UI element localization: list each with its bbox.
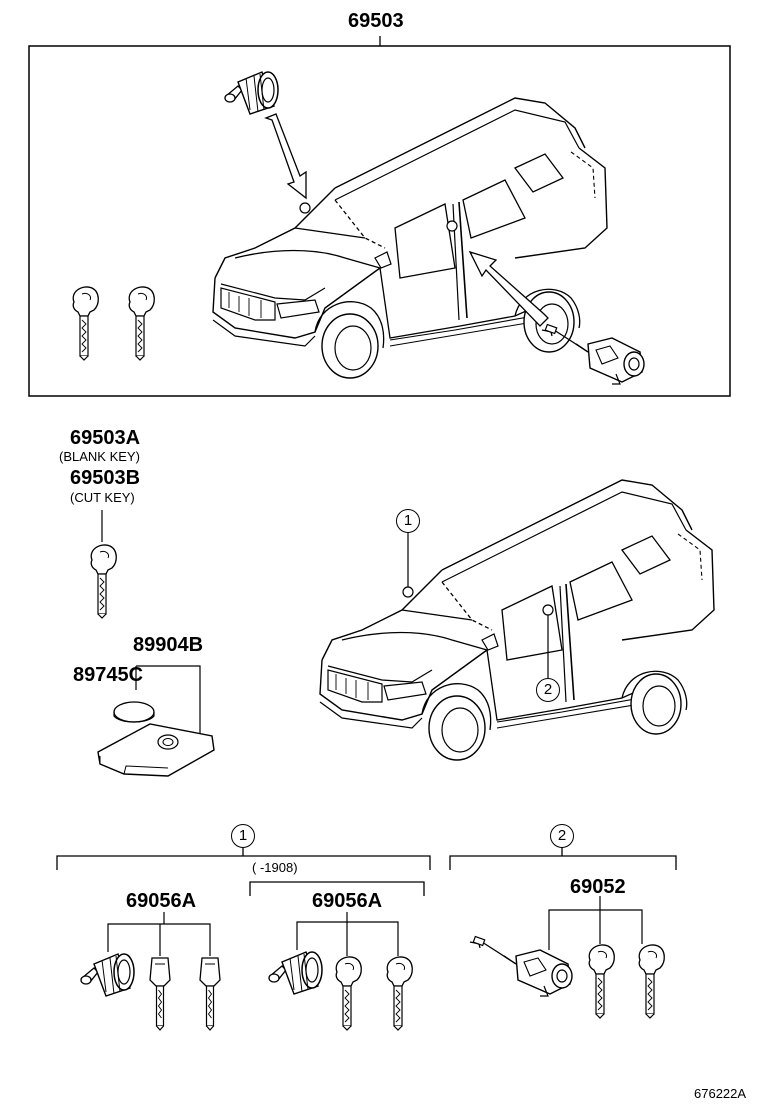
transmitter-part-number: 89904B — [133, 634, 204, 656]
vehicle-suv-icon — [319, 479, 715, 761]
hood-arrow — [264, 113, 307, 200]
reference-code: 676222A — [694, 1086, 747, 1101]
vehicle-suv-icon — [212, 97, 608, 379]
middle-set-part-number: 69056A — [312, 890, 383, 912]
left-set-part-number: 69056A — [126, 890, 197, 912]
top-assembly-part-number: 69503 — [348, 10, 404, 32]
section-marker-2: 2 — [550, 824, 574, 848]
key-icon — [128, 286, 155, 361]
key-icon — [638, 944, 665, 1019]
cut-key-part-number: 69503B — [70, 467, 141, 489]
key-icon — [72, 286, 99, 361]
door-lock-cylinder-icon — [469, 935, 573, 997]
middle-set-range: ( -1908) — [252, 860, 298, 875]
hood-lock-cylinder-icon — [224, 71, 279, 115]
hood-lock-cylinder-icon — [268, 951, 323, 995]
location-marker-2: 2 — [536, 678, 560, 702]
hood-lock-cylinder-icon — [80, 953, 135, 997]
door-arrow — [468, 250, 549, 327]
blank-key-part-number: 69503A — [70, 427, 141, 449]
cut-key-note: (CUT KEY) — [70, 490, 135, 505]
location-marker-1: 1 — [396, 509, 420, 533]
battery-coin-icon — [113, 701, 155, 723]
key-icon — [386, 956, 413, 1031]
key-icon — [199, 957, 221, 1031]
top-assembly-frame — [28, 45, 731, 397]
key-icon — [90, 544, 117, 619]
key-icon — [149, 957, 171, 1031]
section-marker-1: 1 — [231, 824, 255, 848]
right-set-part-number: 69052 — [570, 876, 626, 898]
transmitter-fob-icon — [97, 723, 215, 777]
battery-part-number: 89745C — [73, 664, 144, 686]
blank-key-note: (BLANK KEY) — [59, 449, 140, 464]
key-icon — [588, 944, 615, 1019]
key-icon — [335, 956, 362, 1031]
